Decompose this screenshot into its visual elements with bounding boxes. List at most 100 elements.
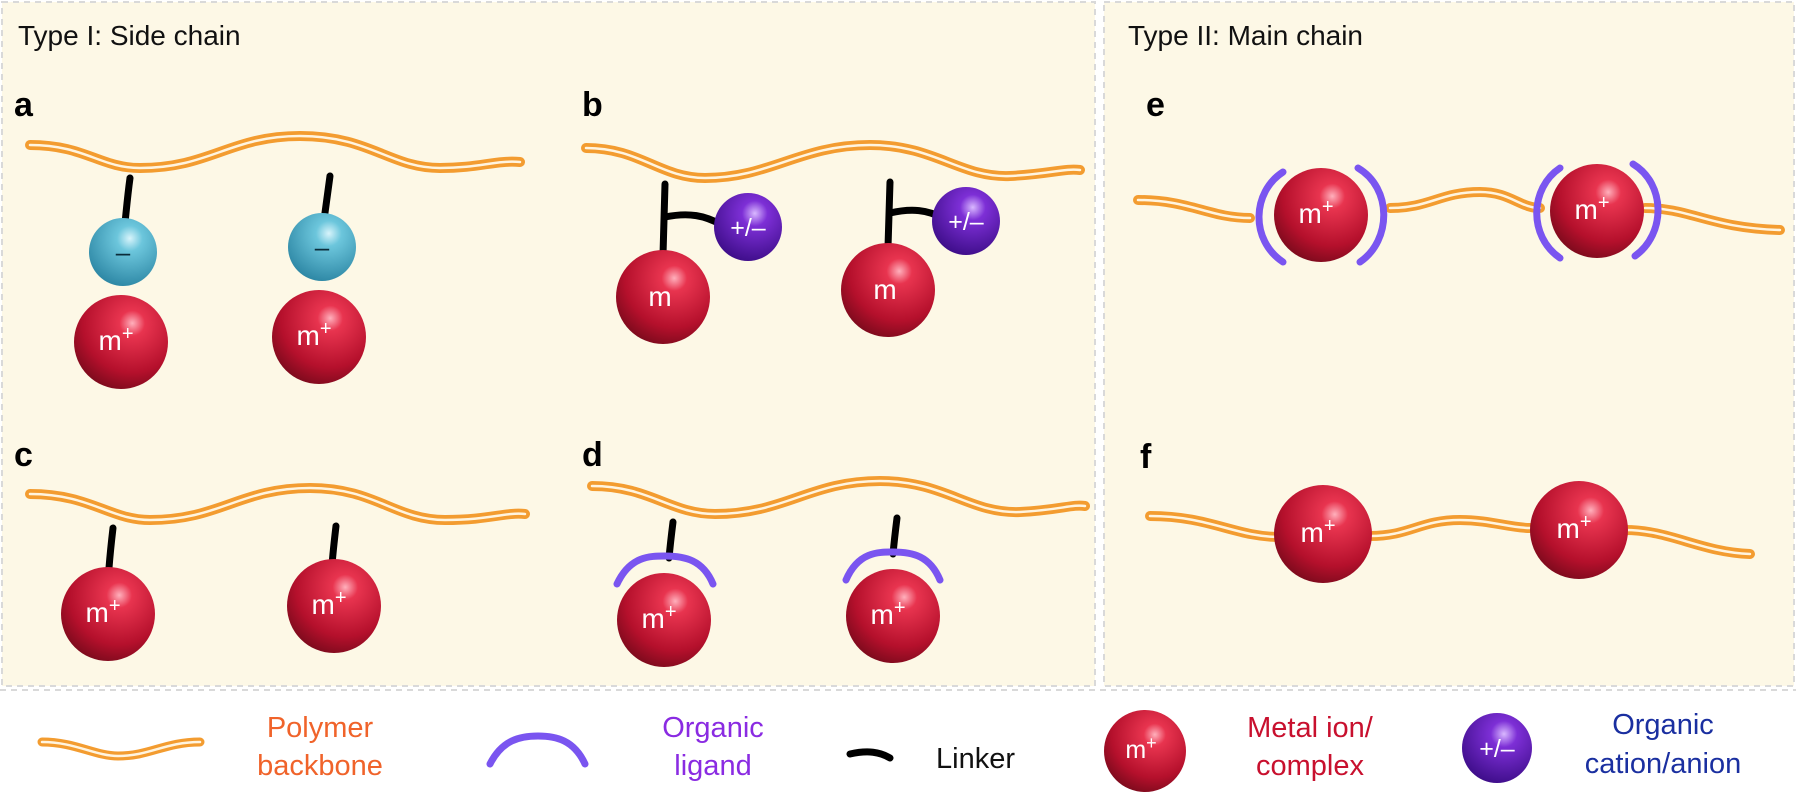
legend: Polymer backbone Organic ligand Linker m… (37, 709, 1741, 792)
panel-letter-c: c (14, 436, 33, 474)
legend-item-organic-ion: +/– Organic cation/anion (1462, 709, 1741, 783)
svg-text:m+: m+ (1556, 511, 1591, 544)
svg-text:m+: m+ (1300, 515, 1335, 548)
metal-symbol: m (648, 281, 671, 312)
organic-ion-symbol: +/– (948, 208, 984, 236)
metal-ion-sphere: m+ (272, 290, 366, 384)
panel-type1 (1, 1, 1096, 687)
metal-symbol: m (870, 599, 893, 630)
panel-a: – – m+ m+ (25, 130, 525, 389)
metal-ion-sphere: m+ (1550, 164, 1644, 258)
legend-organic-ion-line1: Organic (1612, 709, 1714, 741)
panel-letter-e: e (1146, 86, 1165, 124)
svg-text:m+: m+ (1574, 192, 1609, 225)
svg-text:m+: m+ (1298, 196, 1333, 229)
svg-text:m+: m+ (85, 595, 120, 628)
organic-ion-symbol: +/– (730, 214, 766, 242)
organic-ion-sphere: +/– (714, 193, 782, 261)
anion-sphere: – (89, 218, 157, 286)
legend-item-backbone: Polymer backbone (37, 712, 383, 782)
metal-sphere: m (841, 243, 935, 337)
anion-symbol: – (315, 232, 330, 262)
polymer-backbone (25, 130, 525, 174)
metal-charge: + (122, 323, 134, 345)
legend-metal-swatch (1104, 710, 1186, 792)
legend-linker-label: Linker (936, 743, 1015, 775)
polymer-backbone (587, 475, 1090, 520)
metal-ion-sphere: m+ (846, 569, 940, 663)
legend-metal-charge: + (1146, 733, 1157, 753)
svg-text:m+: m+ (1125, 733, 1156, 764)
metal-charge: + (1580, 511, 1592, 533)
polymer-backbone (581, 139, 1085, 184)
metal-ion-sphere: m+ (74, 295, 168, 389)
metal-charge: + (665, 601, 677, 623)
panel-type2 (1103, 1, 1795, 687)
legend-metal-line2: complex (1256, 750, 1364, 782)
metal-symbol: m (1556, 513, 1579, 544)
panel-d: m+ m+ (587, 475, 1090, 667)
legend-organic-ion-line2: cation/anion (1585, 748, 1741, 780)
metal-charge: + (335, 587, 347, 609)
panel-c: m+ m+ (25, 482, 530, 661)
organic-ligand (1354, 164, 1388, 266)
metal-ion-sphere: m+ (1274, 485, 1372, 583)
metal-charge: + (109, 595, 121, 617)
metal-ion-sphere: m+ (1530, 481, 1628, 579)
metal-symbol: m (1300, 517, 1323, 548)
legend-ligand-line2: ligand (674, 750, 751, 782)
metal-symbol: m (296, 320, 319, 351)
metal-symbol: m (1574, 194, 1597, 225)
metal-symbol: m (98, 325, 121, 356)
metal-charge: + (320, 318, 332, 340)
legend-backbone-line1: Polymer (267, 712, 374, 744)
metal-symbol: m (873, 274, 896, 305)
organic-ligand (1255, 168, 1287, 266)
panel-letter-f: f (1140, 438, 1152, 476)
panel-letter-a: a (14, 86, 34, 124)
organic-ligand (1533, 164, 1564, 262)
metal-symbol: m (1298, 198, 1321, 229)
panel-letter-d: d (582, 436, 603, 474)
legend-organic-ion-symbol: +/– (1479, 735, 1515, 763)
metal-ion-sphere: m+ (1274, 168, 1368, 262)
legend-item-linker: Linker (846, 743, 1015, 775)
svg-text:m+: m+ (870, 597, 905, 630)
metal-ion-sphere: m+ (287, 559, 381, 653)
panel-f: m+ m+ (1145, 481, 1755, 583)
legend-item-metal: m+ Metal ion/ complex (1104, 710, 1374, 792)
metal-charge: + (894, 597, 906, 619)
svg-text:m+: m+ (296, 318, 331, 351)
metal-ion-sphere: m+ (617, 573, 711, 667)
organic-ion-sphere: +/– (932, 187, 1000, 255)
metal-charge: + (1598, 192, 1610, 214)
metal-charge: + (1324, 515, 1336, 537)
linker (105, 524, 117, 572)
panel-e: m+ m+ (1133, 160, 1785, 266)
legend-backbone-line2: backbone (257, 750, 383, 782)
metal-ion-sphere: m+ (61, 567, 155, 661)
section-title-type1: Type I: Side chain (18, 20, 241, 51)
metal-sphere: m (616, 250, 710, 344)
svg-text:m+: m+ (98, 323, 133, 356)
legend-metal-line1: Metal ion/ (1247, 712, 1374, 744)
metal-symbol: m (85, 597, 108, 628)
metal-symbol: m (311, 589, 334, 620)
legend-linker-swatch (846, 748, 894, 762)
polymer-backbone (1145, 511, 1755, 559)
metal-symbol: m (641, 603, 664, 634)
panel-b: +/– +/– m m (581, 139, 1085, 344)
legend-ligand-line1: Organic (662, 712, 764, 744)
anion-symbol: – (116, 237, 131, 267)
organic-ligand (613, 552, 717, 588)
legend-organic-ion-swatch (1462, 713, 1532, 783)
panel-letter-b: b (582, 86, 603, 124)
svg-text:m+: m+ (311, 587, 346, 620)
anion-sphere: – (288, 213, 356, 281)
svg-text:m+: m+ (641, 601, 676, 634)
section-title-type2: Type II: Main chain (1128, 20, 1363, 51)
organic-ligand (842, 548, 944, 584)
legend-item-ligand: Organic ligand (486, 712, 764, 782)
